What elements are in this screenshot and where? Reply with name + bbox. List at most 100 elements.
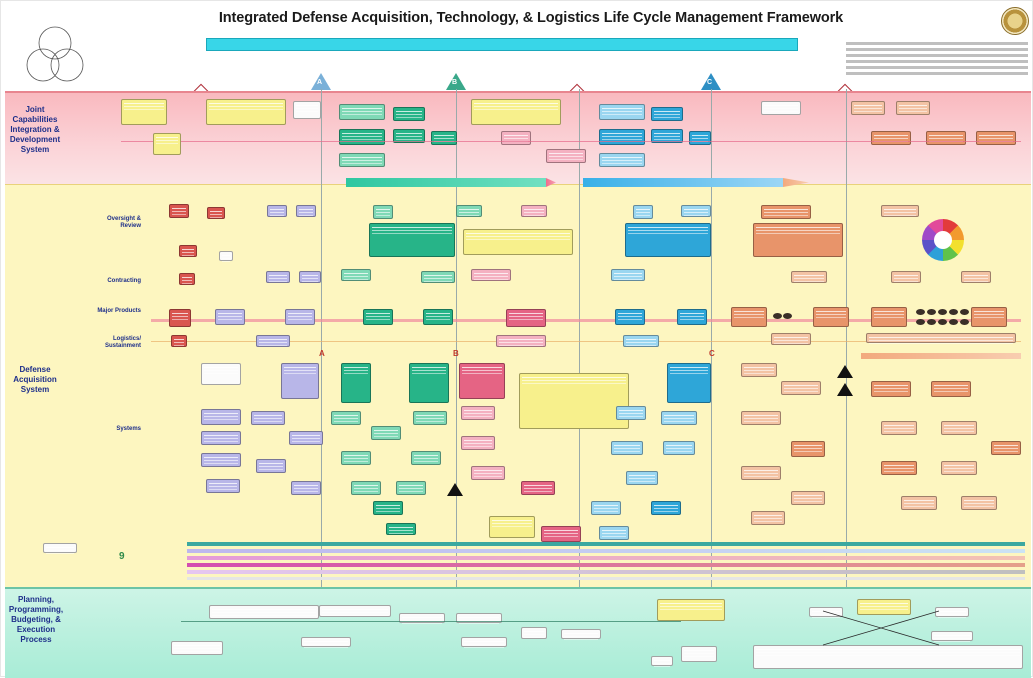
oversight-box [456, 205, 482, 217]
jcids-doc-box [121, 99, 167, 125]
systems-box [931, 381, 971, 397]
systems-box [341, 363, 371, 403]
jcids-box [339, 104, 385, 120]
logistics-box [256, 335, 290, 347]
funding-stripe [187, 577, 1025, 580]
systems-box [201, 409, 241, 425]
milestone-triangle-icon: C [701, 73, 721, 90]
product-box [169, 309, 191, 327]
major-products-flow [151, 319, 1021, 322]
phase-divider [711, 89, 712, 587]
systems-box [341, 451, 371, 465]
jcids-box [871, 131, 911, 145]
ppbe-box [319, 605, 391, 617]
das-label: Defense Acquisition System [13, 365, 57, 394]
product-box [677, 309, 707, 325]
legend-notes [846, 39, 1028, 85]
logistics-box [623, 335, 659, 347]
venn-diagram [26, 26, 84, 82]
page-title: Integrated Defense Acquisition, Technolo… [218, 10, 844, 26]
milestone-triangle-icon: A [311, 73, 331, 90]
systems-box [206, 479, 240, 493]
disc-icon [949, 309, 958, 315]
warning-triangle-icon [837, 365, 853, 378]
systems-box [386, 523, 416, 535]
oversight-box [267, 205, 287, 217]
logistics-box [496, 335, 546, 347]
disc-icon [916, 319, 925, 325]
disc-icon [927, 309, 936, 315]
left-note [153, 133, 181, 155]
systems-box [941, 461, 977, 475]
systems-box [459, 363, 505, 399]
systems-box [373, 501, 403, 515]
oversight-box [681, 205, 711, 217]
phase-divider [579, 89, 580, 587]
jcids-box [599, 129, 645, 145]
systems-box [396, 481, 426, 495]
ppbe-box [209, 605, 319, 619]
ppbe-note [857, 599, 911, 615]
systems-box [371, 426, 401, 440]
milestone-c-label: C [709, 349, 715, 358]
contracting-box [611, 269, 645, 281]
jcids-box [501, 131, 531, 145]
systems-box [961, 496, 997, 510]
jcids-box [339, 129, 385, 145]
row-contracting: Contracting [107, 278, 141, 284]
systems-box [331, 411, 361, 425]
oversight-box [625, 223, 711, 257]
jcids-box [851, 101, 885, 115]
jcids-box [546, 149, 586, 163]
systems-box [741, 466, 781, 480]
systems-box [409, 363, 449, 403]
systems-box [781, 381, 821, 395]
jcids-doc-box [206, 99, 286, 125]
oversight-box [373, 205, 393, 219]
left-box [219, 251, 233, 261]
systems-box [663, 441, 695, 455]
funding-counter: 9 [119, 551, 125, 562]
milestone-a-label: A [319, 349, 325, 358]
disc-icon [960, 319, 969, 325]
ppbe-cross-lines [822, 610, 940, 646]
funding-stripe [187, 542, 1025, 546]
ppbe-box [461, 637, 507, 647]
systems-box [281, 363, 319, 399]
phase-divider [456, 89, 457, 587]
seal-icon [1001, 7, 1029, 35]
acquisition-strategy-arrow-tip [783, 178, 809, 187]
logistics-box [771, 333, 811, 345]
contracting-box [891, 271, 921, 283]
funding-stripe [187, 570, 1025, 574]
oversight-box [753, 223, 843, 257]
jcids-box [393, 129, 425, 143]
milestone-b-label: B [453, 349, 459, 358]
product-box [731, 307, 767, 327]
phase-divider [846, 89, 847, 587]
oversight-box [881, 205, 919, 217]
product-box [813, 307, 849, 327]
systems-box [751, 511, 785, 525]
contracting-box [299, 271, 321, 283]
oversight-note [463, 229, 573, 255]
jcids-box [761, 101, 801, 115]
systems-box [611, 441, 643, 455]
contracting-box [341, 269, 371, 281]
summary-banner [206, 38, 798, 51]
systems-box [461, 406, 495, 420]
systems-box [941, 421, 977, 435]
logistics-box [171, 335, 187, 347]
ppbe-box [651, 656, 673, 666]
jcids-box [393, 107, 425, 121]
ppbe-box [681, 646, 717, 662]
milestone-triangle-icon: B [446, 73, 466, 90]
contracting-box [179, 273, 195, 285]
disc-icon [783, 313, 792, 319]
ppbe-box [399, 613, 445, 623]
systems-box [741, 411, 781, 425]
ppbe-box [456, 613, 502, 623]
ppbe-box [561, 629, 601, 639]
phase-divider [321, 89, 322, 587]
